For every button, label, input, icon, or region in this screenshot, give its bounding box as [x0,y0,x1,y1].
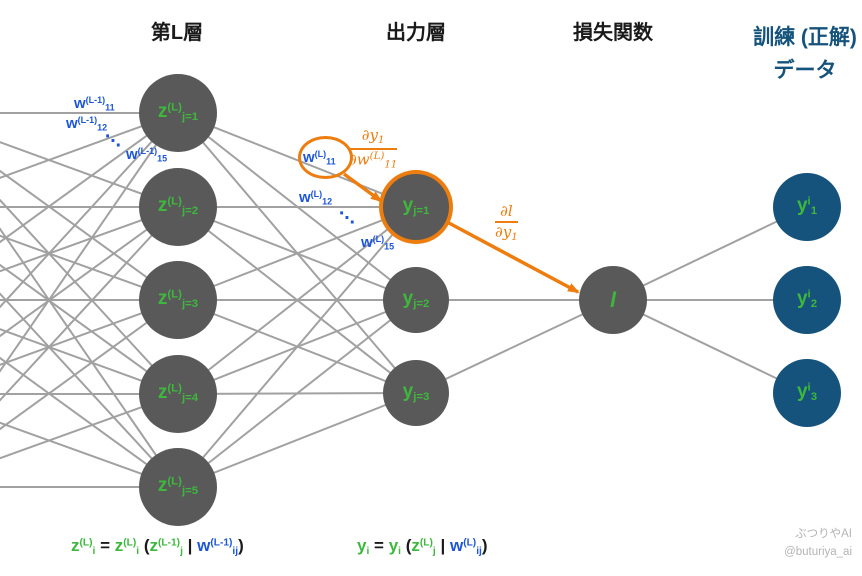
weight-label-wL-1-11: w(L-1)11 [74,95,115,113]
watermark: ぶつりやAI @buturiya_ai [784,526,852,562]
backprop-arrows [342,172,580,294]
node-y1-highlighted: yj=1 [383,174,449,240]
fraction-dy1-dw11-denominator: ∂w(L)11 [349,150,398,171]
weight-label-wL-11: w(L)11 [303,149,336,167]
header-output-layer: 出力層 [386,22,446,44]
node-loss-label: l [610,288,616,312]
node-z4: z(L)j=4 [139,355,217,433]
formula-z-layer: z(L)i = z(L)i (z(L-1)j | w(L-1)ij) [71,536,244,557]
weight-label-wL-12: w(L)12 [299,189,333,207]
node-train-y1: yi1 [773,173,841,241]
node-z5: z(L)j=5 [139,448,217,526]
fraction-bar [495,221,518,224]
fraction-dl-dy1-denominator: ∂y1 [495,223,518,244]
node-train-y2: yi2 [773,266,841,334]
ellipsis-dots-left: ⋱ [105,133,121,150]
node-z3-label: z(L)j=3 [157,288,199,311]
formula-y-output: yi = yi (z(L)j | w(L)ij) [357,536,488,557]
node-z2: z(L)j=2 [139,168,217,246]
header-training-data-line1: 訓練 (正解) [753,26,857,49]
node-z3: z(L)j=3 [139,261,217,339]
fraction-dy1-dw11-numerator: ∂y1 [361,126,385,146]
header-loss-function: 損失関数 [573,22,653,44]
node-z4-label: z(L)j=4 [157,382,199,405]
node-train-y3: yi3 [773,359,841,427]
watermark-line2: @buturiya_ai [784,545,852,558]
node-loss: l [579,266,647,334]
fraction-dl-dy1: ∂l ∂y1 [495,202,518,244]
ellipsis-dots-right: ⋱ [339,210,355,227]
node-y1-label: yj=1 [402,195,430,218]
fraction-dl-dy1-numerator: ∂l [500,202,513,220]
node-y3: yj=3 [383,360,449,426]
node-z1-label: z(L)j=1 [157,101,199,124]
node-train-y2-label: yi2 [796,288,818,311]
gray-connection-lines [0,112,808,488]
weight-label-wL-1-12: w(L-1)12 [66,115,108,133]
node-z5-label: z(L)j=5 [157,475,199,498]
fraction-dy1-dw11: ∂y1 ∂w(L)11 [349,126,398,171]
node-z2-label: z(L)j=2 [157,195,199,218]
node-y2: yj=2 [383,267,449,333]
highlight-ellipse-wL11 [298,136,353,179]
node-z1: z(L)j=1 [139,74,217,152]
node-y3-label: yj=3 [402,381,430,404]
weight-label-wL-1-15: w(L-1)15 [126,146,168,164]
node-train-y3-label: yi3 [796,381,818,404]
weight-label-wL-15: w(L)15 [361,234,395,252]
node-y2-label: yj=2 [402,288,430,311]
fraction-bar [349,147,398,150]
header-layer-l: 第L層 [150,22,204,44]
watermark-line1: ぶつりやAI [795,528,852,540]
header-training-data-line2: データ [773,59,837,82]
node-train-y1-label: yi1 [796,195,818,218]
